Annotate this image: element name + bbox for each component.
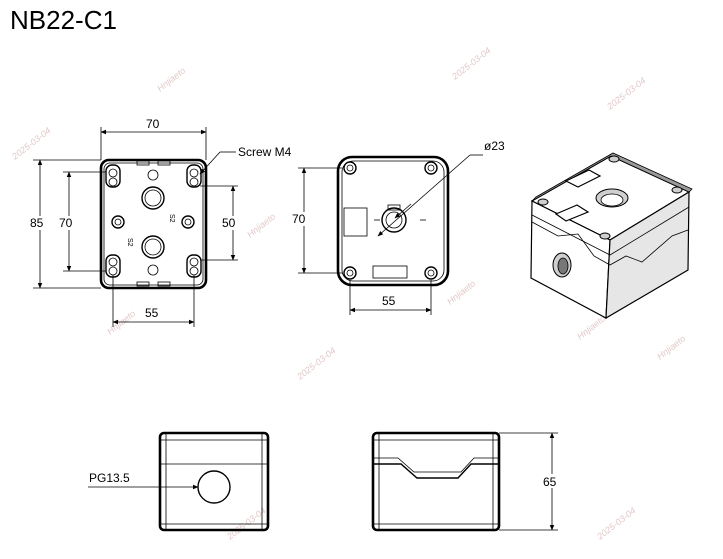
watermark: 2025-03-04 (594, 505, 637, 542)
watermark: Hnjiaeto (445, 278, 477, 306)
hole-diameter-label: ø23 (484, 139, 505, 153)
dim-width-top: 70 (146, 117, 160, 131)
watermark: Hnjiaeto (575, 313, 607, 341)
side-view-outline (371, 431, 501, 532)
molded-text: S2 (168, 214, 175, 223)
side-view: 65 (371, 431, 562, 532)
molded-text: S2 (126, 238, 133, 247)
isometric-view (530, 152, 693, 320)
page-title: NB22-C1 (10, 5, 117, 35)
watermark: Hnjiaeto (245, 211, 277, 239)
watermark: 2025-03-04 (294, 345, 337, 382)
front-view-outline (158, 431, 270, 532)
dim-width: 55 (382, 294, 396, 308)
top-view-outline (336, 155, 450, 287)
watermark: Hnjiaeto (655, 333, 687, 361)
watermark: Hnjiaeto (155, 65, 187, 93)
screw-callout: Screw M4 (238, 145, 292, 159)
dim-height-right: 50 (222, 216, 236, 230)
front-view: PG13.5 (88, 431, 270, 532)
dim-height: 65 (543, 475, 557, 489)
dim-height-outer: 85 (30, 216, 44, 230)
bottom-view: S2 S2 70 85 70 50 55 Screw M4 (30, 117, 292, 327)
top-view: 70 55 ø23 (292, 139, 505, 315)
bottom-view-outline (99, 158, 208, 290)
watermark: 2025-03-04 (604, 75, 647, 112)
dim-height: 70 (292, 212, 306, 226)
watermark: Hnjiaeto (105, 308, 137, 336)
dim-height-inner: 70 (59, 216, 73, 230)
pg-callout: PG13.5 (89, 471, 130, 485)
dim-width-bottom: 55 (145, 306, 159, 320)
watermark: 2025-03-04 (449, 45, 492, 82)
watermark: 2025-03-04 (9, 125, 52, 162)
cable-entry-hole (197, 470, 231, 504)
